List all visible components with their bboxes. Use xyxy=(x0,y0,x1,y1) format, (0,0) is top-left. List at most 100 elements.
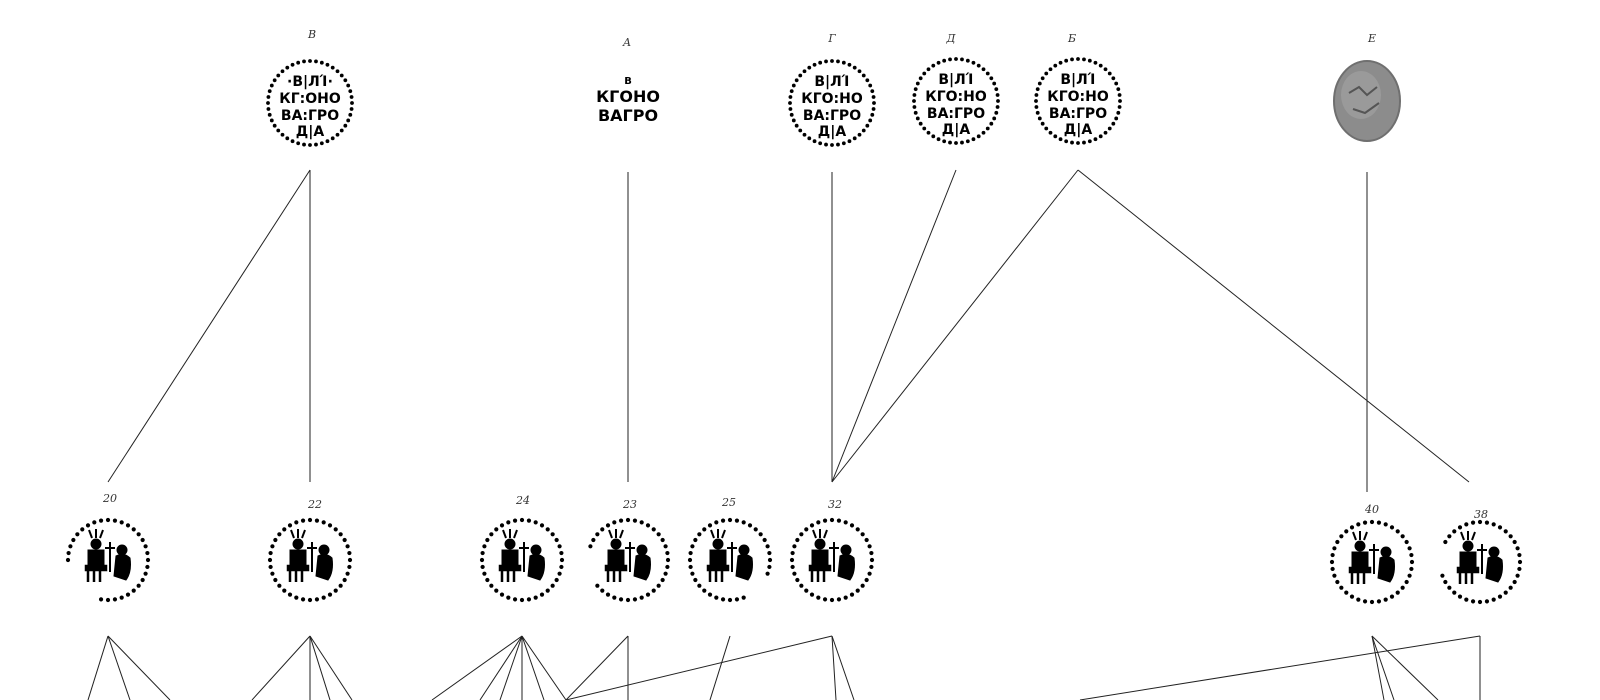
pellet-border-dot xyxy=(922,71,927,76)
pellet-border-dot xyxy=(822,597,828,602)
pellet-border-dot xyxy=(816,595,821,600)
die-label: 38 xyxy=(1474,508,1488,521)
pellet-border-dot xyxy=(119,595,124,600)
pellet-border-dot xyxy=(794,123,799,128)
obverse-tier: В·В|ЛΊ·КГ:ОНОВА:ГРОД|ААВКГОНОВАГРОГВ|ЛΊК… xyxy=(266,28,1401,147)
pellet-border-dot xyxy=(307,517,313,523)
inscription-line: Д|А xyxy=(818,124,847,140)
pellet-border-dot xyxy=(1349,525,1355,530)
pellet-border-dot xyxy=(348,112,353,117)
pellet-border-dot xyxy=(857,69,862,74)
pellet-border-dot xyxy=(1395,590,1400,595)
pellet-border-dot xyxy=(1457,594,1463,599)
link-obv-b-rev-32 xyxy=(831,169,1079,483)
cross-staff xyxy=(519,542,529,572)
reverse-die-25: 25 xyxy=(687,496,773,603)
pellet-border-dot xyxy=(1116,87,1121,92)
pellet-border-dot xyxy=(348,89,353,94)
pellet-border-dot xyxy=(308,143,312,147)
figure-body xyxy=(87,549,105,567)
inscription-line: ВАГРО xyxy=(598,106,658,125)
pellet-border-dot xyxy=(656,532,661,537)
pellet-border-dot xyxy=(1040,76,1045,81)
pellet-border-dot xyxy=(913,110,918,115)
pellet-border-dot xyxy=(852,136,857,141)
die-label: Д xyxy=(946,32,957,45)
pellet-border-dot xyxy=(140,577,145,583)
pellet-border-dot xyxy=(864,537,869,543)
pellet-border-dot xyxy=(545,527,550,532)
figure-head xyxy=(1488,546,1500,558)
pellet-border-dot xyxy=(926,67,931,72)
pellet-border-dot xyxy=(625,597,631,603)
reverse-die-20: 20 xyxy=(65,492,151,603)
pellet-border-dot xyxy=(665,564,670,570)
pellet-border-dot xyxy=(1503,529,1508,534)
pellet-border-dot xyxy=(280,69,285,74)
pellet-border-dot xyxy=(559,557,565,563)
pellet-border-dot xyxy=(663,544,668,549)
pellet-border-dot xyxy=(92,520,97,525)
figure-head xyxy=(1462,540,1474,552)
figure-head xyxy=(292,538,304,550)
pellet-border-dot xyxy=(494,588,499,593)
enthroned-figures xyxy=(286,529,333,582)
figure-head xyxy=(318,544,330,556)
figure-throne xyxy=(286,564,310,582)
pellet-border-dot xyxy=(1356,597,1361,602)
die-label: 25 xyxy=(721,496,736,509)
pellet-border-dot xyxy=(125,592,131,597)
pellet-border-dot xyxy=(818,60,823,65)
pellet-border-dot xyxy=(1484,599,1490,604)
pellet-border-dot xyxy=(1409,552,1414,558)
pellet-border-dot xyxy=(482,544,487,549)
pellet-border-dot xyxy=(319,141,324,146)
enthroned-figures xyxy=(604,529,651,582)
pellet-border-dot xyxy=(872,101,876,105)
pellet-border-dot xyxy=(727,517,733,523)
die-links xyxy=(107,169,1470,492)
figure-crown xyxy=(608,529,624,539)
pellet-border-dot xyxy=(1093,60,1098,65)
pellet-border-dot xyxy=(965,58,970,63)
pellet-border-dot xyxy=(1517,559,1523,565)
lower-link xyxy=(309,635,331,700)
pellet-border-dot xyxy=(960,57,964,62)
figure-crown xyxy=(502,529,518,539)
pellet-border-dot xyxy=(1035,87,1040,92)
pellet-border-dot xyxy=(720,518,726,523)
pellet-border-dot xyxy=(824,142,828,147)
die-label: Б xyxy=(1067,32,1076,45)
pellet-border-dot xyxy=(795,537,800,543)
pellet-border-dot xyxy=(1447,585,1452,590)
figure-body xyxy=(735,553,753,581)
cross-staff xyxy=(625,542,635,572)
figure-crown xyxy=(812,529,828,539)
pellet-border-dot xyxy=(693,537,698,543)
pellet-border-dot xyxy=(343,123,348,128)
pellet-border-dot xyxy=(867,571,872,576)
pellet-border-dot xyxy=(1470,599,1476,604)
figure-head xyxy=(116,544,128,556)
pellet-border-dot xyxy=(338,532,343,537)
pellet-border-dot xyxy=(482,571,487,576)
pellet-border-dot xyxy=(330,136,335,141)
figure-body xyxy=(607,549,625,567)
pellet-border-dot xyxy=(1339,585,1344,590)
pellet-border-dot xyxy=(285,65,290,70)
lower-link xyxy=(107,635,131,700)
pellet-border-dot xyxy=(789,557,795,563)
pellet-border-dot xyxy=(1517,566,1522,572)
pellet-border-dot xyxy=(131,527,136,532)
pellet-border-dot xyxy=(68,544,73,549)
pellet-border-dot xyxy=(841,60,846,65)
enthroned-figures xyxy=(808,529,855,582)
pellet-border-dot xyxy=(869,564,874,570)
lower-link xyxy=(479,635,523,700)
inscription-line: В|ЛΊ xyxy=(814,74,849,90)
pellet-border-dot xyxy=(269,118,274,123)
pellet-border-dot xyxy=(697,532,702,537)
pellet-border-dot xyxy=(300,518,306,523)
pellet-border-dot xyxy=(791,118,796,123)
